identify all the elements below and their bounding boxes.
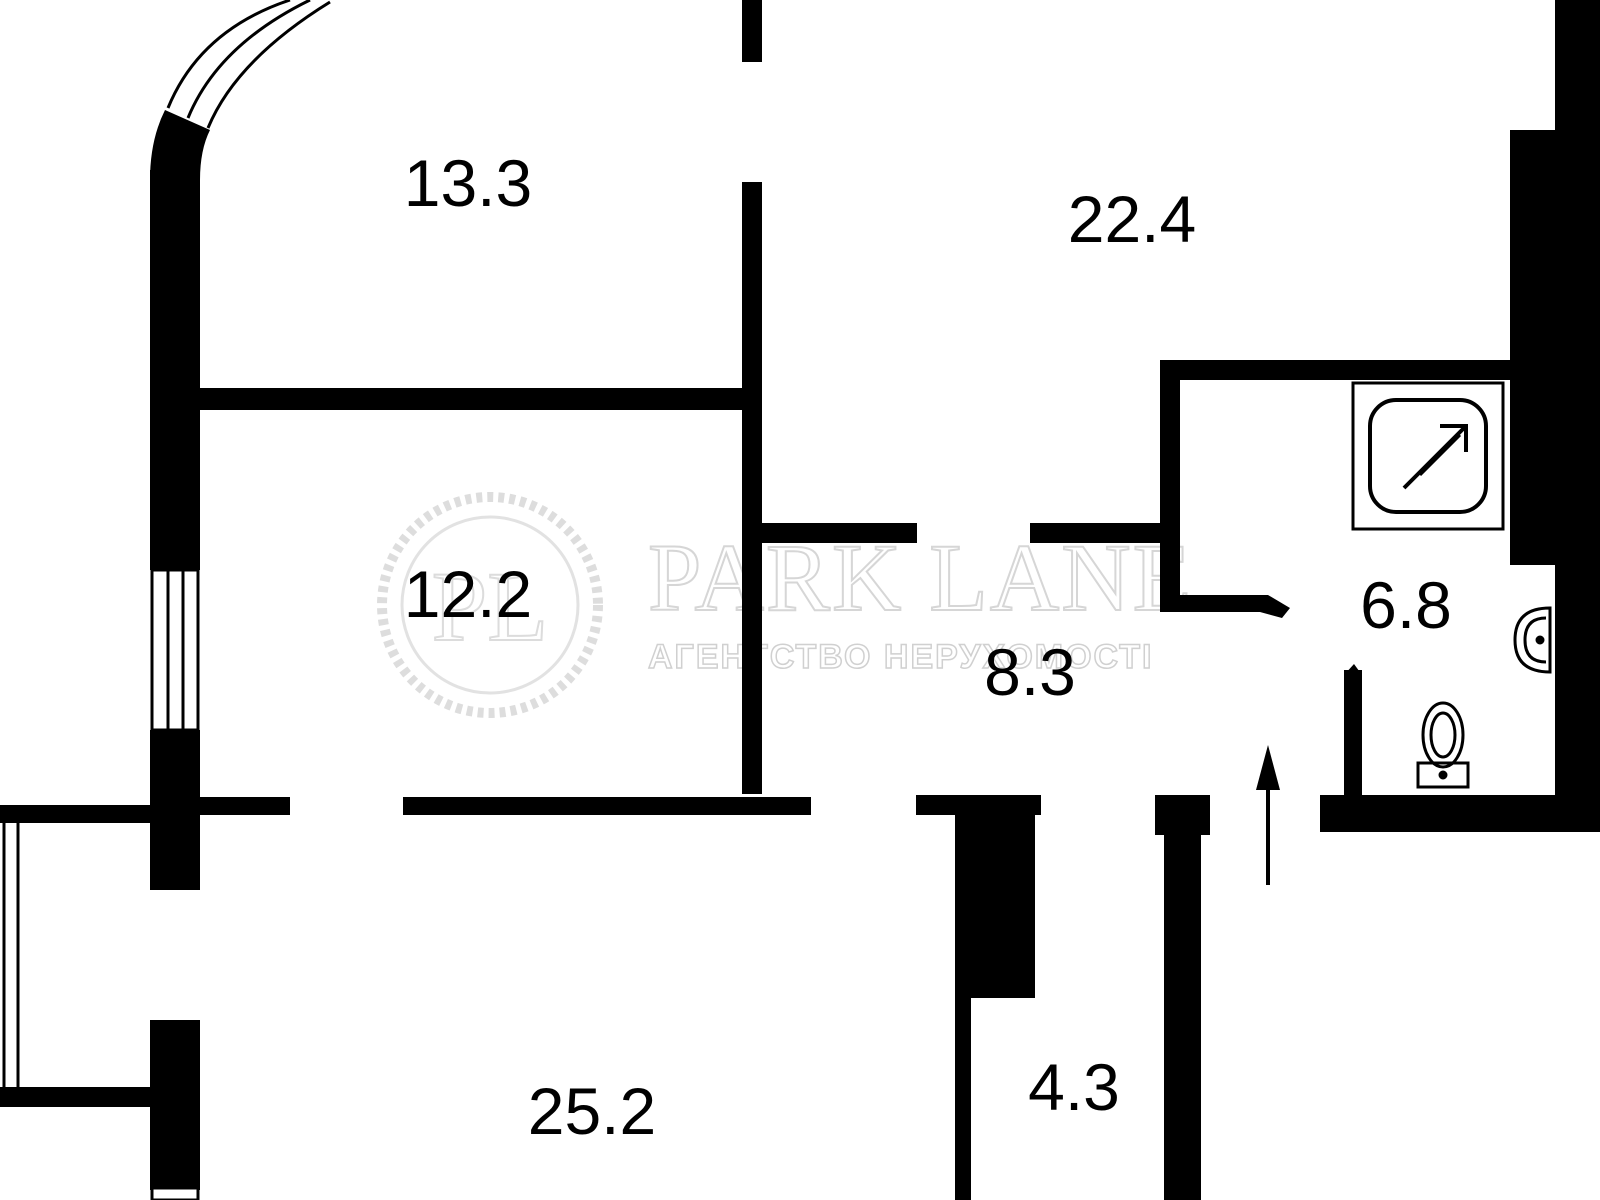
wall: [200, 388, 745, 410]
room-area-label: 13.3: [404, 146, 532, 220]
window: [150, 1186, 200, 1200]
window: [166, 0, 291, 109]
wall: [1555, 0, 1600, 130]
wall: [1160, 360, 1510, 380]
room-area-label: 4.3: [1028, 1050, 1120, 1124]
wall: [762, 523, 917, 543]
wall: [0, 805, 150, 823]
wall: [1510, 130, 1600, 565]
room-area-label: 25.2: [528, 1074, 656, 1148]
wall: [955, 995, 971, 1200]
toilet-icon: [1416, 701, 1470, 789]
room-area-label: 12.2: [404, 557, 532, 631]
wall: [150, 110, 210, 180]
wall: [1160, 360, 1180, 612]
room-area-label: 22.4: [1068, 182, 1196, 256]
wall: [1344, 670, 1362, 795]
wall: [150, 1020, 200, 1190]
wall: [1260, 595, 1290, 618]
shower-icon: [1351, 381, 1505, 531]
room-area-label: 6.8: [1360, 568, 1452, 642]
wall: [403, 797, 811, 815]
watermark-seal: PL: [377, 492, 603, 718]
window: [150, 568, 200, 732]
wall: [1155, 795, 1210, 835]
wall: [200, 797, 290, 815]
wall: [1344, 664, 1362, 675]
window: [186, 0, 311, 119]
watermark: PL PARK LANE АГЕНТСТВО НЕРУХОМОСТІ: [377, 492, 1192, 718]
sink-icon: [1513, 606, 1552, 674]
room-area-label: 8.3: [984, 635, 1076, 709]
wall: [742, 182, 762, 794]
wall: [1164, 830, 1201, 1200]
wall: [1555, 565, 1600, 805]
wall: [150, 730, 200, 890]
windows: [2, 0, 331, 1200]
wall: [1030, 523, 1170, 543]
entrance-arrow-icon: [1256, 745, 1280, 885]
window: [206, 0, 331, 129]
wall: [0, 1087, 150, 1107]
watermark-tagline: АГЕНТСТВО НЕРУХОМОСТІ: [648, 638, 1153, 676]
wall: [150, 170, 200, 570]
watermark-seal-monogram: PL: [432, 551, 549, 662]
room-labels: 13.3 22.4 12.2 8.3 6.8 4.3 25.2: [404, 146, 1452, 1148]
wall: [1160, 595, 1268, 612]
wall: [955, 810, 1035, 998]
wall: [1320, 795, 1600, 832]
wall: [742, 0, 762, 62]
